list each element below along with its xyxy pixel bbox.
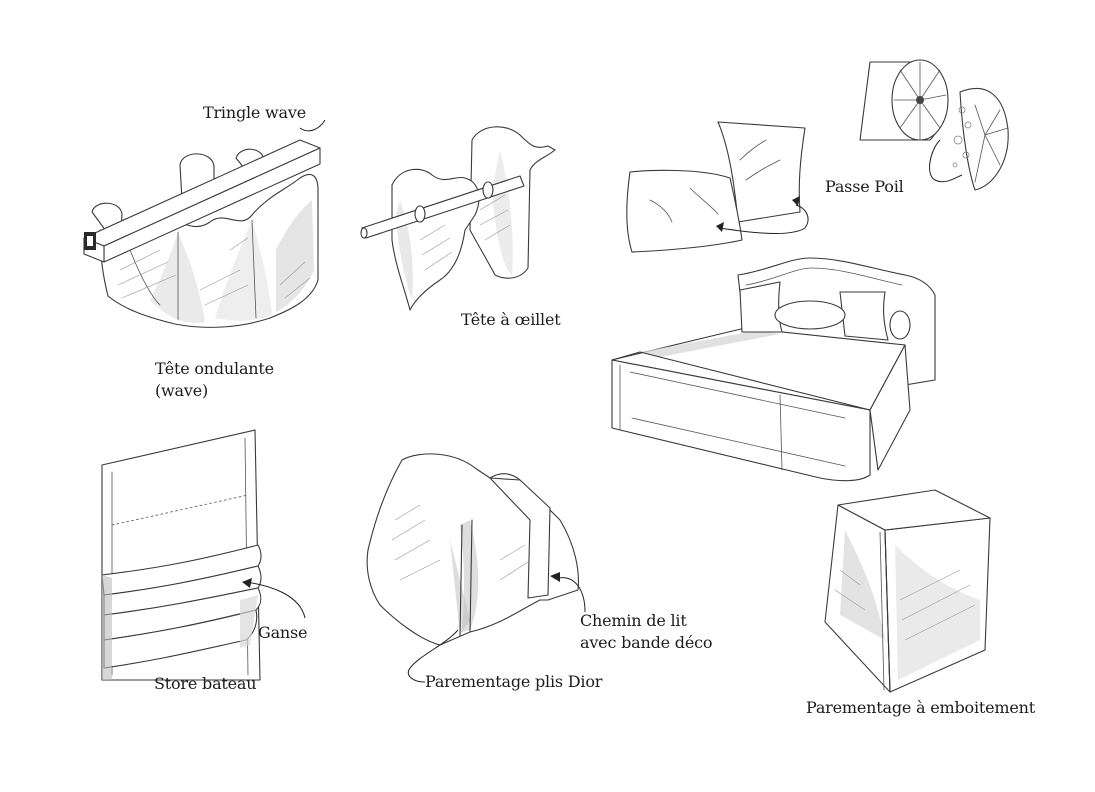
label-chemin-de-lit: Chemin de lit — [580, 611, 687, 630]
label-passe-poil: Passe Poil — [825, 177, 904, 196]
label-store-bateau: Store bateau — [154, 674, 257, 693]
piped-cushions-sketch — [626, 121, 809, 253]
roman-blind-sketch — [101, 429, 306, 681]
wave-curtain-sketch — [83, 139, 321, 328]
box-corner-sketch — [824, 489, 991, 693]
label-parementage-plis-dior: Parementage plis Dior — [425, 672, 603, 691]
bed-sketch — [611, 257, 936, 482]
eyelet-curtain-sketch — [360, 126, 556, 311]
tringle-pointer — [299, 119, 326, 132]
label-chemin-de-lit-sub: avec bande déco — [580, 633, 713, 652]
label-tete-ondulante-sub: (wave) — [155, 381, 209, 400]
dior-pleat-sketch — [366, 453, 586, 683]
bolster-sketch — [859, 59, 1009, 191]
label-tringle-wave: Tringle wave — [203, 103, 306, 122]
label-parementage-emboitement: Parementage à emboitement — [806, 698, 1035, 717]
label-ganse: Ganse — [258, 623, 308, 642]
label-tete-oeillet: Tête à œillet — [461, 310, 561, 329]
label-tete-ondulante: Tête ondulante — [155, 359, 274, 378]
